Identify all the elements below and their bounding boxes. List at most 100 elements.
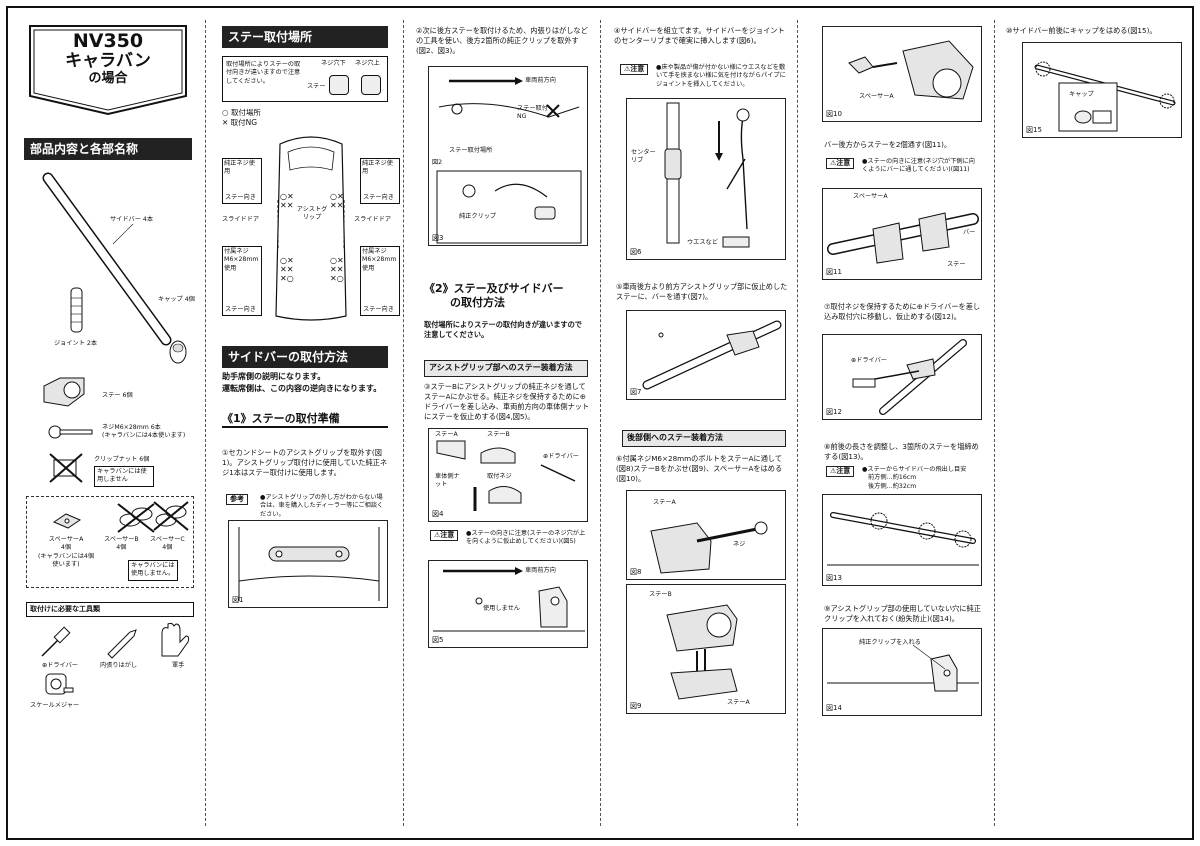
figure-4: ステーA ステーB ⊕ドライバー 車体側ナット 取付ネジ 図4 [428,428,588,522]
column-install-location: ステー取付場所 取付場所によりステーの取付向きが違いますので注意してください。 … [218,20,400,826]
tool-driver-label: ⊕ドライバー [42,662,78,669]
sidebar-bar-drawing [42,172,172,346]
ref-text: ●アシストグリップの外し方がわからない場合は、車を購入したディーラー等にご相談く… [260,494,384,518]
figure-2-label: 図2 [432,159,443,166]
caution8-text: ●ステーからサイドバーの飛出し目安 前方側…約16cm 後方側…約32cm [862,466,967,490]
marks-left: ○✕✕✕ [280,192,294,211]
step7-text: ⑦取付ネジを保持するために⊕ドライバーを差し込み取付穴に移動し、仮止めする(図1… [824,302,981,322]
figure-11-label: 図11 [826,267,842,276]
trim-remover-icon [107,629,137,659]
joint-drawing [70,287,83,333]
install-location-header: ステー取付場所 [222,26,388,49]
fig10-spacer: スペーサーA [859,93,894,100]
figure-8: ステーA ネジ 図8 [626,490,786,580]
figure-5: 車両前方向 使用しません 図5 [428,560,588,648]
screw-label: ネジM6×28mm 6本 [102,424,161,431]
figure-14: 純正クリップを入れる 図14 [822,628,982,716]
fig6-rib-label: センターリブ [631,149,656,165]
fig4-nut: 車体側ナット [435,473,460,489]
screwdriver-icon [41,626,71,657]
figure-8-label: 図8 [630,567,642,576]
figure-14-drawing [827,644,979,692]
figure-11: スペーサーA バー ステー 図11 [822,188,982,280]
genuine-screw-box-right: 純正ネジ使用 ステー向き [360,158,400,204]
fig9-stay-a: ステーA [727,699,750,706]
column-divider [403,20,404,826]
column-parts: NV350 キャラバン の場合 部品内容と各部名称 サイドバー 4本 ジョイント… [20,20,200,826]
step-b-text: バー後方からステーを2個通す(図11)。 [824,140,952,149]
spacer-a-label: スペーサーA 4個 (キャラバンには4個使います) [37,536,95,569]
column-divider [600,20,601,826]
figure-9: ステーB ステーA 図9 [626,584,786,714]
figure-11-drawing [827,212,979,264]
sidebar-install-header: サイドバーの取付方法 [222,346,388,369]
column-divider [797,20,798,826]
fig11-spacer: スペーサーA [853,193,888,200]
spacer-a-drawing [52,513,82,529]
figure-9-drawing [666,604,738,700]
figure-7-label: 図7 [630,387,642,396]
clip-nut-note: キャラバンには使用しません [94,466,154,487]
figure-6-drawing [664,102,750,248]
stay-label: ステー [307,83,326,90]
figure-12-label: 図12 [826,407,842,416]
location-note-box: 取付場所によりステーの取付向きが違いますので注意してください。 ネジ穴下 ネジ穴… [222,56,388,102]
cap-label: キャップ 4個 [158,296,195,303]
column-caps: ⑩サイドバー前後にキャップをはめる(図15)。 キャップ 図15 [1004,20,1188,826]
model-title: NV350 キャラバン の場合 [65,30,151,86]
step10-text: ⑩サイドバー前後にキャップをはめる(図15)。 [1006,26,1157,35]
tape-measure-icon [45,673,74,695]
column-divider [205,20,206,826]
rear-stay-subheader: 後部側へのステー装着方法 [622,430,786,447]
caution3-text: ●ステーの向きに注意(ステーのネジ穴が上を向くように仮止めしてください)(図5) [466,530,586,546]
step5-text: ⑤車両後方より前方アシストグリップ部に仮止めしたステーに、バーを通す(図7)。 [616,282,788,302]
fig11-stay: ステー [947,261,966,268]
spacer-bc-drawing [117,501,189,533]
marks-right: ○✕✕✕ [330,192,344,211]
clip-nut-label: クリップナット 6個 [94,456,150,463]
figure-15-drawing [1034,61,1176,132]
figure-13: 図13 [822,494,982,586]
joint-label: ジョイント 2本 [54,340,98,347]
figure-5-label: 図5 [432,635,444,644]
figure-4-label: 図4 [432,509,444,518]
fig9-stay-b: ステーB [649,591,672,598]
step2-text: ②次に後方ステーを取付けるため、内張りはがしなどの工具を使い、後方2箇所の純正ク… [416,26,588,56]
figure-2-drawing [436,77,582,244]
figure-13-label: 図13 [826,573,842,582]
instruction-sheet: NV350 キャラバン の場合 部品内容と各部名称 サイドバー 4本 ジョイント… [6,6,1194,840]
section1-title: 《1》ステーの取付準備 [222,412,388,429]
car-top-view [275,136,347,321]
clip-nut-drawing [49,453,83,483]
figure-6-label: 図6 [630,247,642,256]
figure-8-drawing [650,521,768,574]
figure-10-drawing [848,40,974,100]
gloves-icon [161,622,190,657]
ref-badge: 参考 [226,494,248,506]
figure-15-label: 図15 [1026,125,1042,134]
fig15-cap: キャップ [1069,91,1094,98]
tool-trim-label: 内張りはがし [100,662,138,669]
fig2-ng-label: ステー取付NG [517,105,548,121]
fig4-driver: ⊕ドライバー [543,453,579,460]
fig2-place-label: ステー取付場所 [449,147,493,154]
figure-2-3: 車両前方向 ステー取付NG ステー取付場所 純正クリップ 図2 図3 [428,66,588,246]
caution4-text: ●床や製品が傷が付かない様にウエスなどを敷いて手を挟まない様に気を付けながらパイ… [656,64,786,88]
figure-15: キャップ 図15 [1022,42,1182,138]
spacer-c-label: スペーサーC 4個 [150,536,185,552]
stay-icon-up [361,75,381,95]
stay-drawing [43,377,85,407]
caution-badge: ⚠注意 [826,158,855,170]
tool-gloves-label: 軍手 [172,662,185,669]
fig5-unused-label: 使用しません [483,605,520,612]
hole-up-label: ネジ穴上 [355,60,380,67]
screw-drawing [48,425,93,439]
spacer-box [26,496,194,588]
caution-badge: ⚠注意 [620,64,649,76]
step9-text: ⑨アシストグリップ部の使用していない穴に純正クリップを入れておく(紛失防止)(図… [824,604,981,624]
caution-b-text: ●ステーの向きに注意(ネジ穴が下側に向くようにバーに通してください)(図11) [862,158,975,174]
fig8-screw: ネジ [733,541,746,548]
section2-note: 取付場所によりステーの取付向きが違いますので注意してください。 [424,320,582,339]
spacer-b-label: スペーサーB 4個 [104,536,139,552]
slide-door-right: スライドドア [354,216,392,223]
